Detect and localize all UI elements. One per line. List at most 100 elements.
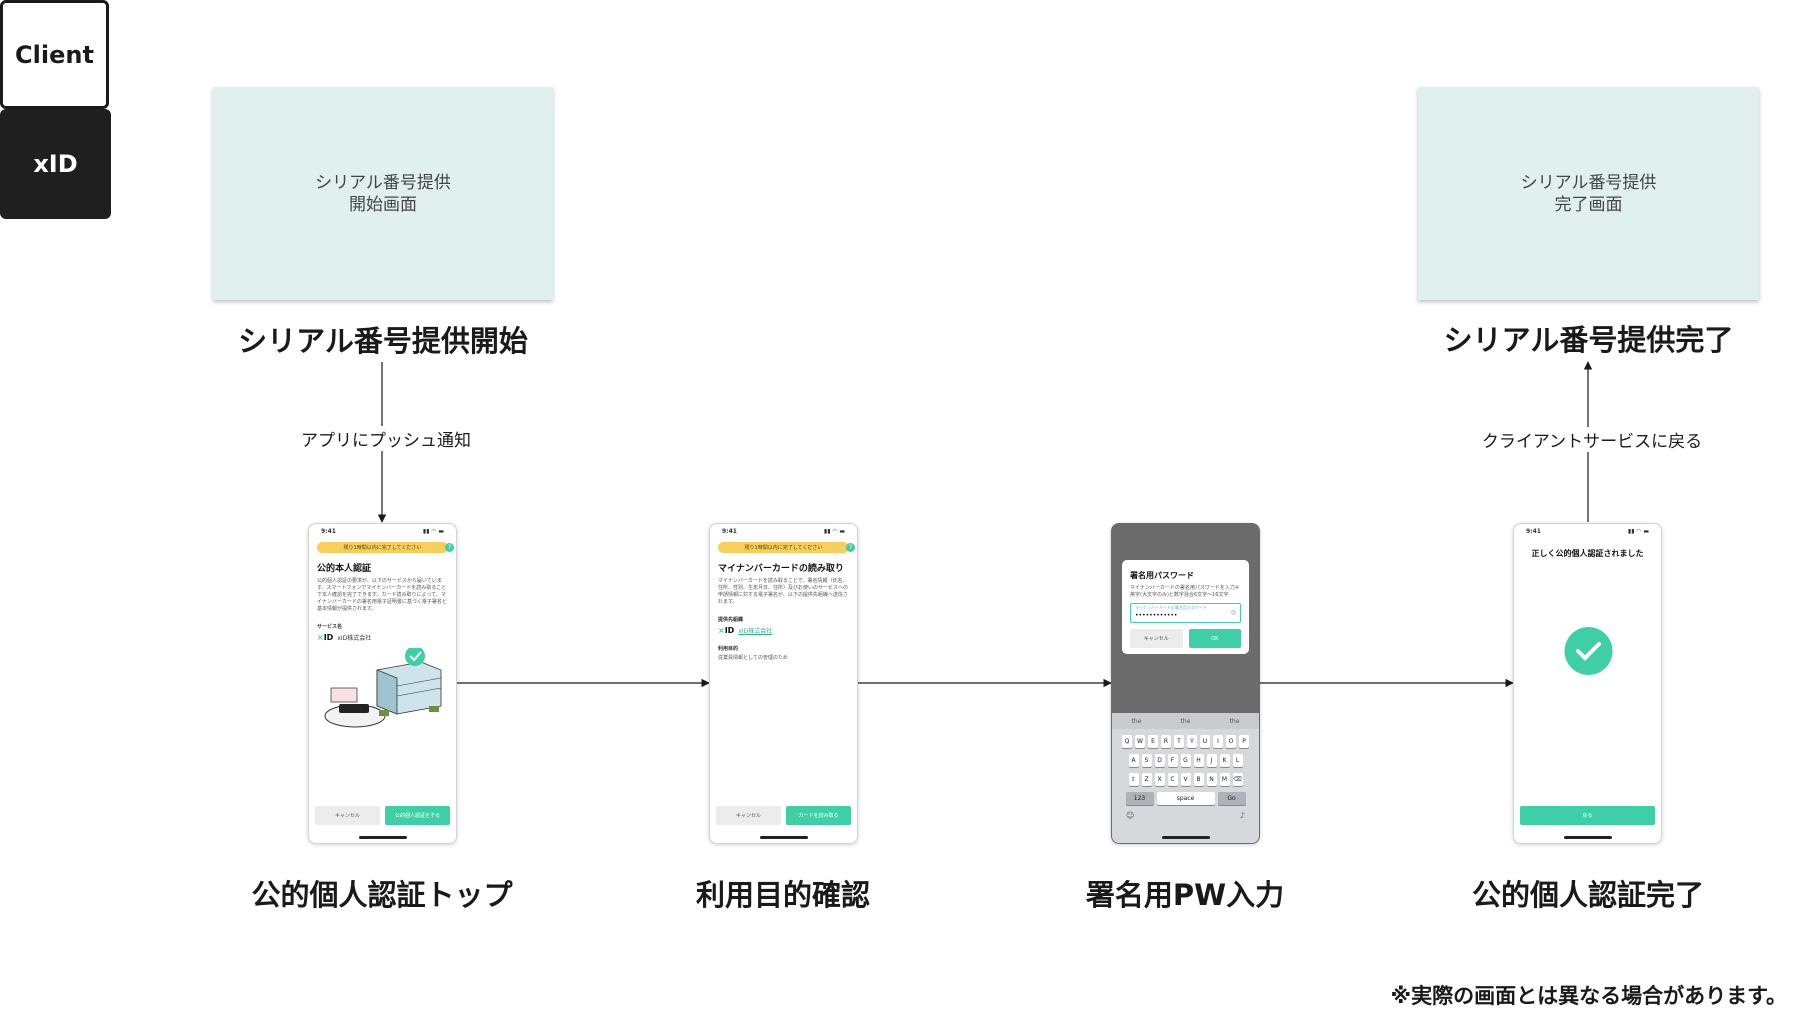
status-icons: ▮▮ ◠ ▬: [1627, 528, 1649, 535]
client-end-title: シリアル番号提供完了: [1443, 323, 1734, 357]
key-k[interactable]: K: [1219, 754, 1230, 767]
key-z[interactable]: Z: [1141, 773, 1152, 786]
dialog-title: 署名用パスワード: [1130, 571, 1194, 580]
microphone-icon[interactable]: ♪: [1239, 811, 1245, 820]
password-dialog: 署名用パスワード マイナンバーカードの署名用パスワードを入力※英字(大文字のみ)…: [1122, 560, 1249, 654]
key-q[interactable]: Q: [1122, 735, 1132, 748]
suggestion-bar: the the the: [1112, 713, 1259, 729]
key-h[interactable]: H: [1193, 754, 1204, 767]
key-i[interactable]: I: [1213, 735, 1223, 748]
provider-label: 提供先組織: [718, 617, 744, 623]
phone-purpose-confirm: 9:41 ▮▮ ◠ ▬ 残り1時間以内に完了してください? マイナンバーカードの読…: [709, 523, 858, 844]
xid-screen-3-title: 署名用PW入力: [1085, 878, 1285, 912]
key-u[interactable]: U: [1200, 735, 1210, 748]
status-time: 9:41: [722, 528, 737, 535]
xid-lane-label: xID: [0, 109, 111, 219]
service-label: サービス名: [317, 624, 343, 630]
deadline-banner: 残り1時間以内に完了してください?: [718, 542, 855, 553]
key-a[interactable]: A: [1128, 754, 1139, 767]
deadline-banner: 残り1時間以内に完了してください?: [317, 542, 454, 553]
suggestion-1[interactable]: the: [1131, 717, 1142, 725]
key-m[interactable]: M: [1219, 773, 1230, 786]
key-d[interactable]: D: [1154, 754, 1165, 767]
key-o[interactable]: O: [1226, 735, 1236, 748]
phone-signature-password: 署名用パスワード マイナンバーカードの署名用パスワードを入力※英字(大文字のみ)…: [1111, 523, 1260, 844]
disclaimer-note: ※実際の画面とは異なる場合があります。: [1390, 984, 1787, 1008]
suggestion-2[interactable]: the: [1180, 717, 1191, 725]
key-y[interactable]: Y: [1187, 735, 1197, 748]
emoji-icon[interactable]: ☺: [1126, 811, 1135, 820]
cancel-button[interactable]: キャンセル: [716, 806, 781, 825]
key-p[interactable]: P: [1239, 735, 1249, 748]
client-start-screen: シリアル番号提供 開始画面: [213, 87, 553, 300]
key-l[interactable]: L: [1232, 754, 1243, 767]
eye-icon[interactable]: ◎: [1230, 609, 1236, 616]
key-v[interactable]: V: [1180, 773, 1191, 786]
keyboard-row-4: 123 space Go: [1112, 792, 1259, 805]
help-icon[interactable]: ?: [445, 543, 454, 552]
home-indicator: [1161, 836, 1210, 839]
complete-heading: 正しく公的個人認証されました: [1531, 549, 1644, 558]
key-n[interactable]: N: [1206, 773, 1217, 786]
key-b[interactable]: B: [1193, 773, 1204, 786]
return-label: クライアントサービスに戻る: [1473, 427, 1711, 452]
key-s[interactable]: S: [1141, 754, 1152, 767]
phone-jpki-complete: 9:41 ▮▮ ◠ ▬ 正しく公的個人認証されました 戻る: [1513, 523, 1662, 844]
dialog-ok-button[interactable]: OK: [1188, 629, 1241, 648]
purpose-text: 従業員情報としての管理のため: [718, 655, 788, 661]
password-field-label: マイナンバーカードの署名用パスワード: [1135, 605, 1207, 610]
read-card-button[interactable]: カードを読み取る: [786, 806, 851, 825]
home-indicator: [1563, 836, 1612, 839]
client-lane-label: Client: [0, 0, 109, 109]
dialog-description: マイナンバーカードの署名用パスワードを入力※英字(大文字のみ)と数字混合6文字〜…: [1130, 585, 1240, 598]
backspace-key-icon[interactable]: ⌫: [1232, 773, 1243, 786]
help-icon[interactable]: ?: [846, 543, 855, 552]
xid-logo: ×ID: [718, 626, 735, 635]
xid-logo: ×ID: [317, 633, 334, 642]
key-x[interactable]: X: [1154, 773, 1165, 786]
shift-key-icon[interactable]: ⇧: [1128, 773, 1139, 786]
company-name: xID株式会社: [337, 635, 372, 642]
key-w[interactable]: W: [1135, 735, 1145, 748]
phone-jpki-top: 9:41 ▮▮ ◠ ▬ 残り1時間以内に完了してください? 公的本人認証 公的個人…: [308, 523, 457, 844]
xid-screen-1-title: 公的個人認証トップ: [251, 878, 513, 912]
key-g[interactable]: G: [1180, 754, 1191, 767]
key-j[interactable]: J: [1206, 754, 1217, 767]
key-r[interactable]: R: [1161, 735, 1171, 748]
status-icons: ▮▮ ◠ ▬: [422, 528, 444, 535]
dialog-cancel-button[interactable]: キャンセル: [1130, 629, 1183, 648]
cancel-button[interactable]: キャンセル: [315, 806, 380, 825]
screen-heading: マイナンバーカードの読み取り: [718, 564, 844, 574]
screen-description: マイナンバーカードを読み取ることで、署名情報（氏名、住所、性別、生年月日、住所）…: [718, 578, 849, 605]
service-row: ×ID xID株式会社: [317, 633, 448, 642]
check-circle-icon: [1564, 627, 1613, 675]
key-f[interactable]: F: [1167, 754, 1178, 767]
status-icons: ▮▮ ◠ ▬: [823, 528, 845, 535]
home-indicator: [759, 836, 808, 839]
client-start-title: シリアル番号提供開始: [238, 324, 528, 358]
key-c[interactable]: C: [1167, 773, 1178, 786]
key-t[interactable]: T: [1174, 735, 1184, 748]
suggestion-3[interactable]: the: [1229, 717, 1240, 725]
company-link[interactable]: xID株式会社: [738, 628, 773, 635]
key-123[interactable]: 123: [1125, 792, 1154, 805]
push-label: アプリにプッシュ通知: [282, 426, 490, 451]
client-end-screen: シリアル番号提供 完了画面: [1418, 87, 1759, 300]
password-input[interactable]: マイナンバーカードの署名用パスワード •••••••••••• ◎: [1130, 603, 1241, 623]
key-e[interactable]: E: [1148, 735, 1158, 748]
password-value: ••••••••••••: [1135, 612, 1178, 619]
start-jpki-button[interactable]: 公的個人認証をする: [385, 806, 450, 825]
status-time: 9:41: [1526, 528, 1541, 535]
status-time: 9:41: [321, 528, 336, 535]
key-go[interactable]: Go: [1217, 792, 1246, 805]
screen-description: 公的個人認証の要求が、以下のサービスから届いています。スマートフォンでマイナンバ…: [317, 578, 447, 612]
xid-screen-2-title: 利用目的確認: [695, 878, 870, 912]
key-space[interactable]: space: [1156, 792, 1215, 805]
back-button[interactable]: 戻る: [1520, 806, 1655, 825]
building-illustration-icon: [324, 648, 442, 728]
screen-heading: 公的本人認証: [317, 564, 372, 574]
xid-screen-4-title: 公的個人認証完了: [1471, 878, 1704, 912]
